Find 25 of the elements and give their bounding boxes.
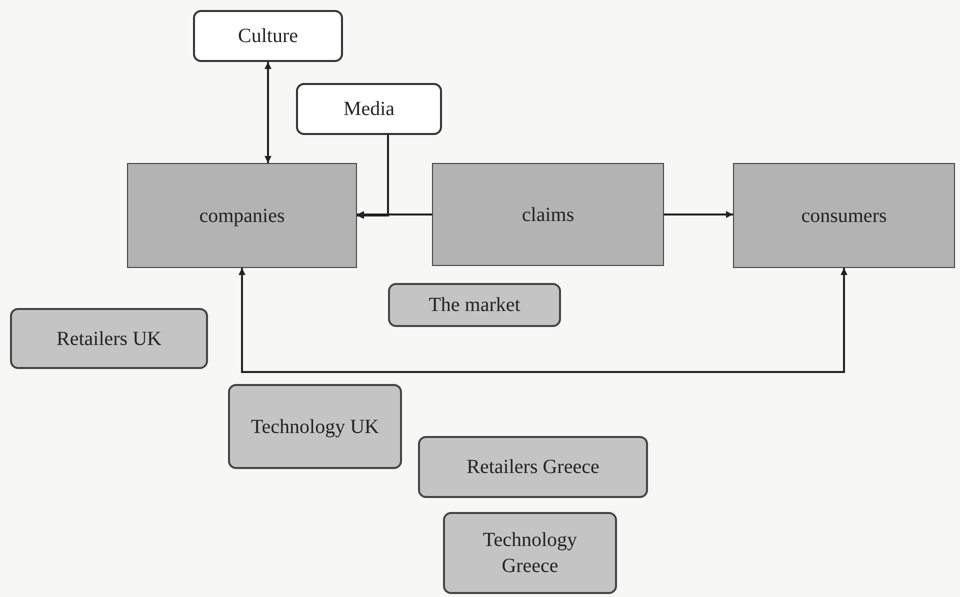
node-label: Retailers UK bbox=[56, 326, 162, 352]
arrow bbox=[264, 62, 272, 163]
node-label: Technology UK bbox=[250, 414, 380, 440]
process-box bbox=[733, 163, 955, 268]
rounded-box bbox=[418, 436, 648, 498]
node-label: consumers bbox=[801, 204, 887, 228]
node-label: claims bbox=[522, 202, 574, 228]
rounded-box bbox=[296, 83, 442, 135]
rounded-box bbox=[388, 283, 561, 327]
arrow bbox=[238, 268, 848, 373]
rounded-box bbox=[228, 384, 402, 469]
rounded-box bbox=[10, 308, 208, 369]
process-box bbox=[432, 163, 664, 266]
rounded-box bbox=[443, 512, 617, 594]
rounded-box bbox=[193, 10, 343, 62]
arrow bbox=[357, 211, 432, 218]
node-label: Culture bbox=[238, 24, 298, 49]
process-box bbox=[127, 163, 357, 268]
node-label: Media bbox=[343, 97, 395, 122]
node-label: Retailers Greece bbox=[466, 455, 600, 480]
node-label: Technology Greece bbox=[482, 528, 578, 579]
node-label: The market bbox=[428, 293, 520, 318]
arrow bbox=[357, 135, 389, 219]
arrow bbox=[664, 211, 733, 218]
node-label: companies bbox=[199, 204, 285, 228]
